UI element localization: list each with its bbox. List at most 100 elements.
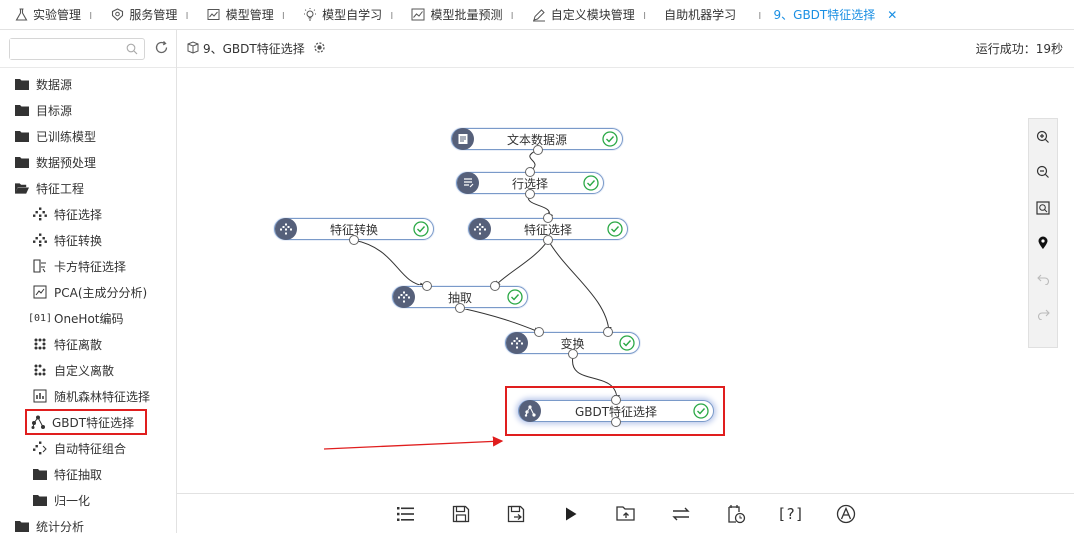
- input-port[interactable]: [422, 281, 432, 291]
- workflow-node-gbdt[interactable]: GBDT特征选择: [518, 395, 714, 427]
- output-port[interactable]: [455, 303, 465, 313]
- search-box: [9, 37, 145, 60]
- workflow-node-transform[interactable]: 变换: [505, 327, 640, 359]
- tree-item-chi-square[interactable]: 卡方特征选择: [0, 253, 176, 279]
- flask-icon: [14, 8, 28, 22]
- output-port[interactable]: [568, 349, 578, 359]
- tree-item-feature-extract[interactable]: 特征抽取: [0, 461, 176, 487]
- folder-icon: [15, 519, 29, 533]
- tab-label: 自助机器学习: [664, 8, 737, 22]
- input-port[interactable]: [603, 327, 613, 337]
- tree-item-statistics[interactable]: 统计分析: [0, 513, 176, 533]
- gear-icon[interactable]: [313, 41, 326, 57]
- experiment-header: 9、GBDT特征选择 运行成功：19秒: [177, 30, 1074, 68]
- tree-item-gbdt[interactable]: GBDT特征选择: [25, 409, 147, 435]
- bulb-icon: [303, 7, 317, 22]
- workflow-node-feature-select[interactable]: 特征选择: [468, 213, 628, 245]
- diamond-dots-icon: [33, 207, 47, 221]
- folder-icon: [15, 129, 29, 143]
- tree-item-auto-combine[interactable]: 自动特征组合: [0, 435, 176, 461]
- module-tree: 数据源 目标源 已训练模型 数据预处理 特征工程 特征选择 特征转换 卡方特征选…: [0, 68, 176, 533]
- input-port[interactable]: [525, 167, 535, 177]
- zoom-in-icon[interactable]: [1029, 119, 1057, 155]
- switch-icon[interactable]: [653, 494, 708, 534]
- tree-item-normalize[interactable]: 归一化: [0, 487, 176, 513]
- trend-icon: [411, 8, 425, 22]
- tab-label: 模型管理: [225, 8, 274, 22]
- tree-item-feature-select[interactable]: 特征选择: [0, 201, 176, 227]
- save-as-icon[interactable]: [488, 494, 543, 534]
- auto-combine-icon: [33, 441, 47, 455]
- tree-item-random-forest[interactable]: 随机森林特征选择: [0, 383, 176, 409]
- workflow-node-feature-transform[interactable]: 特征转换: [274, 218, 434, 245]
- output-port[interactable]: [349, 235, 359, 245]
- workflow-canvas[interactable]: 文本数据源 行选择 特征转换 特征选择: [177, 68, 1074, 493]
- refresh-icon[interactable]: [154, 40, 169, 58]
- search-input[interactable]: [10, 38, 120, 59]
- input-port[interactable]: [611, 395, 621, 405]
- input-port[interactable]: [490, 281, 500, 291]
- tree-item-trained-models[interactable]: 已训练模型: [0, 123, 176, 149]
- tree-item-feature-transform[interactable]: 特征转换: [0, 227, 176, 253]
- auto-icon[interactable]: [818, 494, 873, 534]
- experiment-icon: [187, 40, 199, 57]
- workflow-node-text-source[interactable]: 文本数据源: [451, 128, 623, 155]
- list-icon[interactable]: [378, 494, 433, 534]
- tree-item-discretize[interactable]: 特征离散: [0, 331, 176, 357]
- search-icon[interactable]: [126, 43, 138, 58]
- input-port[interactable]: [543, 213, 553, 223]
- tree-item-custom-discretize[interactable]: 自定义离散: [0, 357, 176, 383]
- run-status: 运行成功：19秒: [975, 42, 1063, 56]
- search-row: [0, 30, 176, 68]
- tab-label: 9、GBDT特征选择: [773, 8, 876, 22]
- chart-icon: [207, 8, 221, 22]
- tree-item-onehot[interactable]: [01]OneHot编码: [27, 311, 124, 326]
- input-port[interactable]: [534, 327, 544, 337]
- experiment-title: 9、GBDT特征选择: [203, 42, 305, 56]
- save-icon[interactable]: [433, 494, 488, 534]
- help-icon[interactable]: [?]: [776, 504, 805, 523]
- locate-pin-icon[interactable]: [1029, 226, 1057, 262]
- run-icon[interactable]: [543, 494, 598, 534]
- folder-icon: [15, 77, 29, 91]
- tree-item-preprocessing[interactable]: 数据预处理: [0, 149, 176, 175]
- output-port[interactable]: [543, 235, 553, 245]
- tree-item-pca[interactable]: PCA(主成分分析): [0, 279, 176, 305]
- diamond-dots-icon: [506, 332, 528, 354]
- output-port[interactable]: [533, 145, 543, 155]
- close-icon[interactable]: ✕: [887, 7, 898, 22]
- dots-grid-icon: [33, 337, 47, 351]
- export-folder-icon[interactable]: [598, 494, 653, 534]
- tree-item-feature-engineering[interactable]: 特征工程: [0, 175, 176, 201]
- gbdt-tree-icon: [519, 400, 541, 422]
- check-circle-icon: [413, 221, 429, 240]
- undo-icon[interactable]: [1029, 261, 1057, 297]
- zoom-out-icon[interactable]: [1029, 155, 1057, 191]
- output-port[interactable]: [525, 189, 535, 199]
- tree-item-target-source[interactable]: 目标源: [0, 97, 176, 123]
- schedule-icon[interactable]: [708, 494, 763, 534]
- chi-square-icon: [33, 259, 47, 273]
- output-port[interactable]: [611, 417, 621, 427]
- tab-label: 模型自学习: [322, 8, 383, 22]
- diamond-dots-icon: [33, 233, 47, 247]
- tab-label: 自定义模块管理: [550, 8, 635, 22]
- redo-icon[interactable]: [1029, 297, 1057, 333]
- workflow-node-extract[interactable]: 抽取: [392, 281, 528, 313]
- tree-item-data-source[interactable]: 数据源: [0, 71, 176, 97]
- tab-label: 实验管理: [33, 8, 82, 22]
- folder-icon: [15, 103, 29, 117]
- service-icon: [110, 8, 124, 22]
- check-circle-icon: [619, 335, 635, 354]
- workflow-node-row-select[interactable]: 行选择: [456, 167, 604, 199]
- tab-gbdt-active[interactable]: 9、GBDT特征选择 ✕: [766, 0, 902, 30]
- fit-view-icon[interactable]: [1029, 190, 1057, 226]
- check-circle-icon: [583, 175, 599, 194]
